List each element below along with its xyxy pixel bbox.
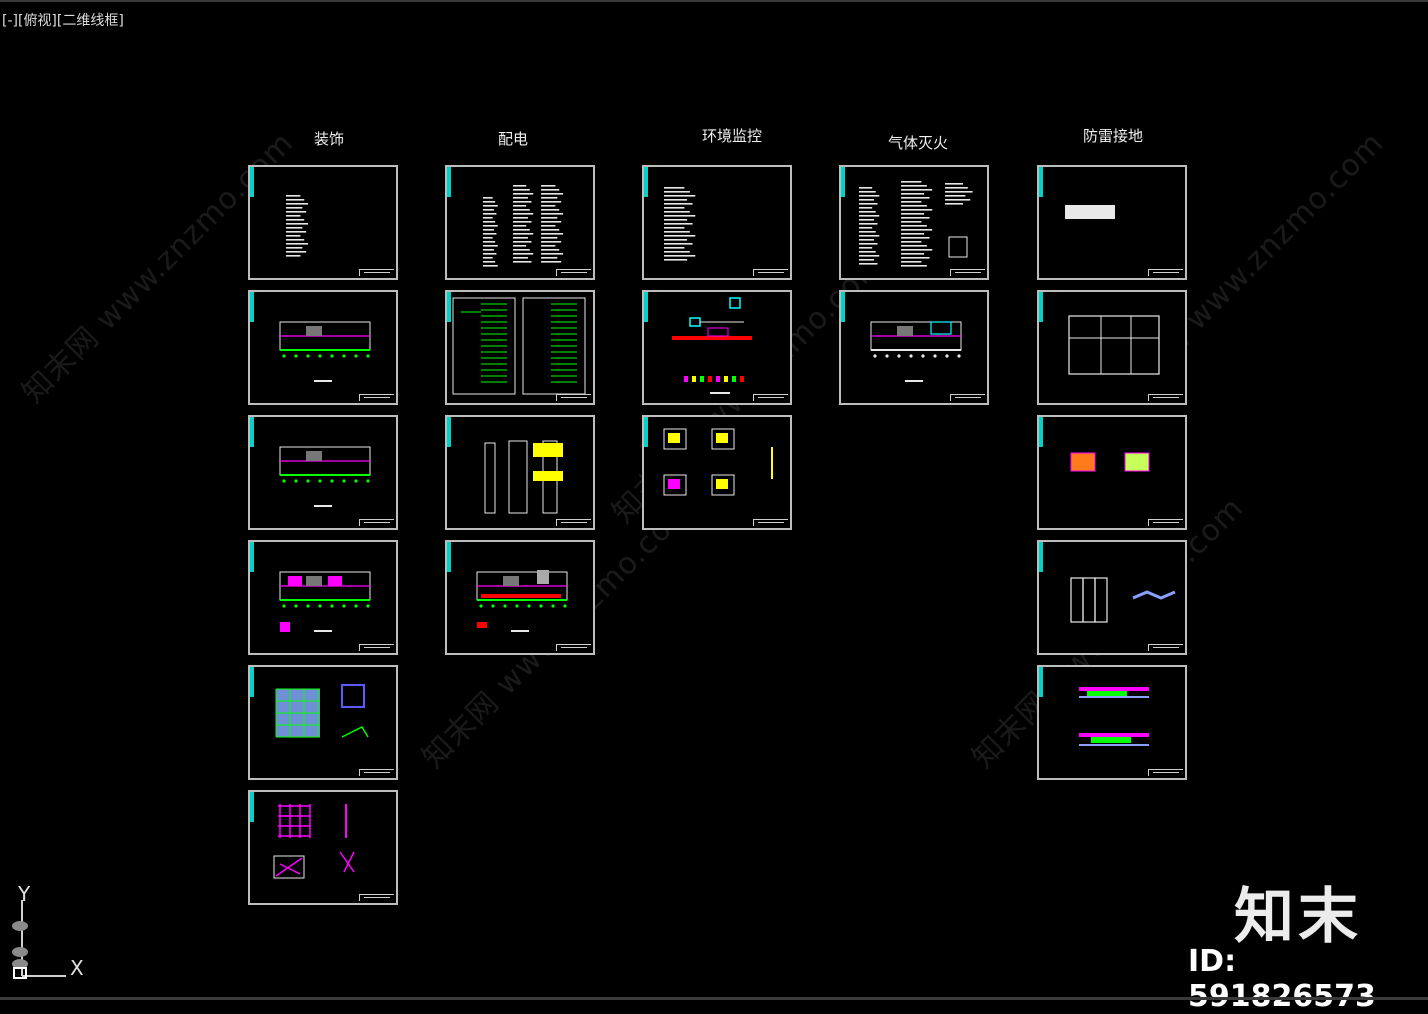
column-title-decoration: 装饰: [314, 130, 345, 148]
sheet-drawing: [286, 195, 309, 257]
sheet-edge-marker: [250, 292, 254, 322]
brand-logo: 知末: [1234, 882, 1362, 952]
drawing-sheet[interactable]: [642, 290, 792, 405]
sheet-edge-marker: [1039, 667, 1043, 697]
sheet-edge-marker: [644, 292, 648, 322]
viewport-top-border: [0, 0, 1428, 2]
sheet-edge-marker: [250, 667, 254, 697]
sheet-drawing: [672, 297, 752, 394]
sheet-drawing: [1065, 205, 1115, 219]
sheet-edge-marker: [1039, 292, 1043, 322]
title-block: [753, 519, 788, 526]
column-title-gas-fire: 气体灭火: [888, 134, 949, 152]
sheet-edge-marker: [250, 417, 254, 447]
sheet-drawing: [279, 571, 371, 632]
title-block: [359, 769, 394, 776]
sheet-drawing: [1070, 577, 1176, 623]
drawing-sheet[interactable]: [1037, 165, 1187, 280]
sheet-edge-marker: [250, 792, 254, 822]
sheet-drawing: [484, 440, 563, 514]
sheet-edge-marker: [644, 167, 648, 197]
sheet-edge-marker: [250, 167, 254, 197]
title-block: [556, 269, 591, 276]
sheet-edge-marker: [1039, 167, 1043, 197]
drawing-sheet[interactable]: [248, 790, 398, 905]
drawing-sheet[interactable]: [248, 165, 398, 280]
sheet-drawing: [275, 684, 369, 738]
column-title-power: 配电: [498, 130, 529, 148]
title-block: [556, 394, 591, 401]
sheet-drawing: [279, 446, 371, 507]
sheet-edge-marker: [447, 542, 451, 572]
title-block: [1148, 644, 1183, 651]
sheet-edge-marker: [1039, 417, 1043, 447]
sheet-drawing: [663, 428, 773, 496]
drawing-sheet[interactable]: [1037, 665, 1187, 780]
resource-id: ID: 591826573: [1188, 944, 1376, 1014]
sheet-edge-marker: [250, 542, 254, 572]
sheet-drawing: [1068, 315, 1160, 375]
title-block: [359, 644, 394, 651]
drawing-sheet[interactable]: [839, 290, 989, 405]
sheet-edge-marker: [447, 292, 451, 322]
drawing-sheet[interactable]: [248, 415, 398, 530]
title-block: [359, 894, 394, 901]
drawing-sheet[interactable]: [445, 165, 595, 280]
ucs-y-label: Y: [18, 882, 31, 906]
drawing-sheet[interactable]: [445, 540, 595, 655]
column-title-lightning: 防雷接地: [1083, 127, 1144, 145]
sheet-edge-marker: [841, 292, 845, 322]
column-title-env-monitor: 环境监控: [702, 127, 763, 145]
sheet-edge-marker: [447, 417, 451, 447]
sheet-drawing: [1070, 452, 1150, 472]
viewport-controls-label[interactable]: [-][俯视][二维线框]: [2, 13, 124, 29]
sheet-edge-marker: [841, 167, 845, 197]
title-block: [1148, 769, 1183, 776]
drawing-sheet[interactable]: [1037, 540, 1187, 655]
title-block: [556, 519, 591, 526]
sheet-drawing: [476, 570, 568, 632]
title-block: [1148, 394, 1183, 401]
sheet-drawing: [279, 321, 371, 382]
title-block: [1148, 269, 1183, 276]
sheet-edge-marker: [1039, 542, 1043, 572]
drawing-sheet[interactable]: [248, 665, 398, 780]
sheet-drawing: [1079, 687, 1149, 746]
viewport-bottom-border: [0, 997, 1428, 1000]
sheet-drawing: [452, 297, 586, 395]
title-block: [753, 269, 788, 276]
sheet-drawing: [859, 181, 973, 267]
title-block: [359, 519, 394, 526]
sheet-drawing: [273, 804, 355, 879]
drawing-sheet[interactable]: [248, 540, 398, 655]
title-block: [753, 394, 788, 401]
ucs-x-label: X: [70, 956, 84, 980]
drawing-sheet[interactable]: [642, 415, 792, 530]
title-block: [950, 269, 985, 276]
title-block: [950, 394, 985, 401]
title-block: [556, 644, 591, 651]
title-block: [359, 269, 394, 276]
title-block: [1148, 519, 1183, 526]
drawing-sheet[interactable]: [1037, 290, 1187, 405]
drawing-sheet[interactable]: [445, 290, 595, 405]
ucs-icon: Y X: [6, 880, 96, 990]
drawing-sheet[interactable]: [445, 415, 595, 530]
drawing-sheet[interactable]: [642, 165, 792, 280]
sheet-edge-marker: [644, 417, 648, 447]
sheet-drawing: [483, 185, 564, 267]
drawing-sheet[interactable]: [839, 165, 989, 280]
drawing-sheet[interactable]: [248, 290, 398, 405]
sheet-edge-marker: [447, 167, 451, 197]
title-block: [359, 394, 394, 401]
sheet-drawing: [870, 321, 962, 382]
drawing-sheet[interactable]: [1037, 415, 1187, 530]
sheet-drawing: [664, 187, 696, 261]
